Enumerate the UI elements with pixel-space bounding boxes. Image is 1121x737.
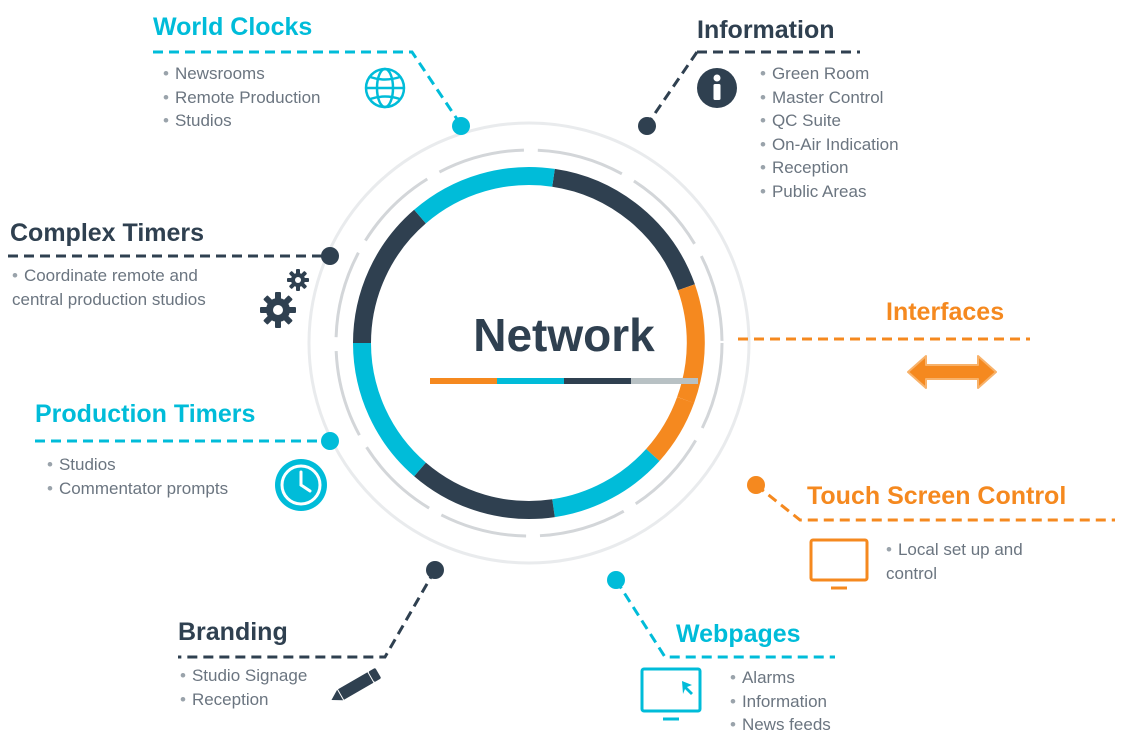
outer-ring <box>307 121 751 565</box>
list-item: Alarms <box>730 666 831 690</box>
ring-segment-orange-low <box>645 396 695 462</box>
list-item: Green Room <box>760 62 899 86</box>
list-item: Remote Production <box>163 86 321 110</box>
webpages-title: Webpages <box>676 620 801 648</box>
list-item: Commentator prompts <box>47 477 228 501</box>
complex-timers-text: •Coordinate remote and central productio… <box>12 264 247 311</box>
dot-world-clocks <box>452 117 470 135</box>
dot-information <box>638 117 656 135</box>
list-item: QC Suite <box>760 109 899 133</box>
monitor-icon <box>809 538 869 590</box>
production-timers-title: Production Timers <box>35 400 256 428</box>
dot-webpages <box>607 571 625 589</box>
ring-segment-dark-bottom <box>414 462 555 519</box>
list-item: Reception <box>760 156 899 180</box>
ring-segment-dark-top <box>552 168 695 291</box>
globe-icon <box>364 67 406 109</box>
list-item: Studio Signage <box>180 664 307 688</box>
list-item: Newsrooms <box>163 62 320 86</box>
main-ring <box>353 167 705 519</box>
connector-touch-screen <box>755 483 1115 522</box>
world-clocks-title: World Clocks <box>153 13 313 41</box>
touch-screen-text: •Local set up and control <box>886 538 1066 585</box>
list-item: Studios <box>163 109 320 133</box>
dot-complex-timers <box>321 247 339 265</box>
dot-production-timers <box>321 432 339 450</box>
info-icon <box>697 68 737 108</box>
ring-segment-orange <box>677 284 705 404</box>
world-clocks-list: Newsrooms Remote Production Studios <box>163 62 321 133</box>
dot-branding <box>426 561 444 579</box>
complex-timers-description: Coordinate remote and central production… <box>12 266 206 309</box>
list-item: Master Control <box>760 86 899 110</box>
production-timers-list: Studios Commentator prompts <box>47 453 228 500</box>
information-title: Information <box>697 16 835 44</box>
pencil-icon <box>331 668 381 701</box>
webpages-list: Alarms Information News feeds <box>730 666 831 737</box>
list-item: Reception <box>180 688 307 712</box>
connector-branding <box>178 569 437 659</box>
list-item: Studios <box>47 453 228 477</box>
list-item: On-Air Indication <box>760 133 899 157</box>
interfaces-title: Interfaces <box>886 298 1005 326</box>
list-item: Public Areas <box>760 180 899 204</box>
ring-segment-cyan-right <box>552 448 660 518</box>
list-item: Information <box>730 690 831 714</box>
touch-screen-title: Touch Screen Control <box>807 482 1067 510</box>
connector-dots <box>321 117 765 589</box>
gears-icon <box>260 269 309 328</box>
center-bar <box>430 378 698 384</box>
branding-list: Studio Signage Reception <box>180 664 307 711</box>
touch-screen-description: Local set up and control <box>886 540 1023 583</box>
list-item: News feeds <box>730 713 831 737</box>
connector-world-clocks <box>153 50 463 126</box>
ring-segment-cyan-left <box>353 342 426 477</box>
bullet: • <box>886 540 892 559</box>
information-list: Green Room Master Control QC Suite On-Ai… <box>760 62 899 203</box>
clock-icon <box>275 459 327 511</box>
ring-segment-cyan-top <box>414 167 555 224</box>
bullet: • <box>12 266 18 285</box>
web-monitor-icon <box>640 667 702 721</box>
complex-timers-title: Complex Timers <box>10 219 205 247</box>
segment-ring <box>334 148 724 538</box>
center-title: Network <box>473 309 655 361</box>
connector-information-diag <box>645 51 699 126</box>
dot-touch-screen <box>747 476 765 494</box>
double-arrow-icon <box>907 355 997 389</box>
ring-segment-dark-left <box>353 209 426 344</box>
connectors <box>8 50 1115 659</box>
branding-title: Branding <box>178 618 288 646</box>
